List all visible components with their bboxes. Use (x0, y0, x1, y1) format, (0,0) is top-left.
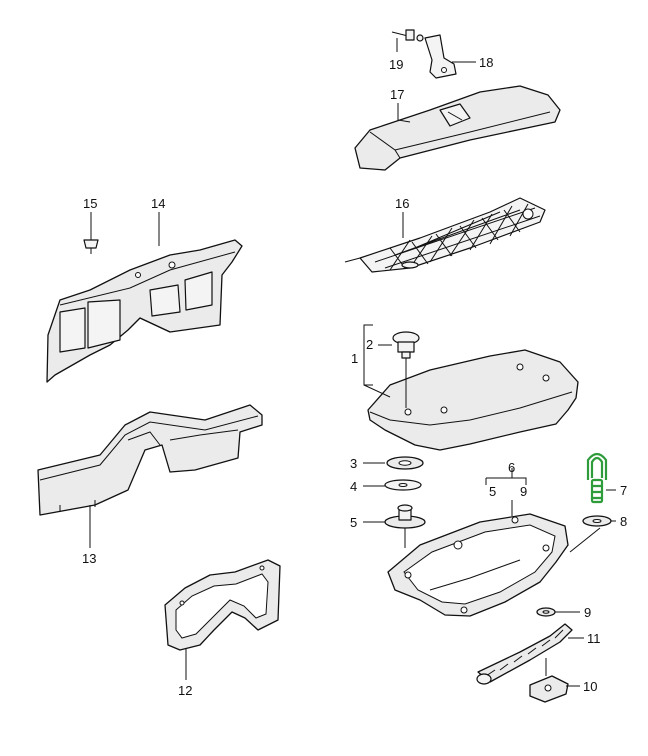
leader-lines (89, 38, 616, 687)
part-19-screw (391, 29, 424, 42)
callout-13: 13 (82, 551, 96, 566)
part-1-trunk-carpet (367, 349, 579, 451)
callout-5: 5 (350, 515, 357, 530)
callout-16: 16 (395, 196, 409, 211)
callout-19: 19 (389, 57, 403, 72)
part-15-clip (83, 239, 99, 254)
part-17-storage-cover (354, 85, 561, 171)
callout-11: 11 (587, 631, 601, 646)
part-8-washer (582, 515, 612, 527)
callout-17: 17 (390, 87, 404, 102)
callout-1: 1 (351, 351, 358, 366)
callout-9: 9 (584, 605, 591, 620)
callout-15: 15 (83, 196, 97, 211)
callout-8: 8 (620, 514, 627, 529)
part-11-strap (476, 623, 573, 685)
callout-6-sub-5: 5 (489, 484, 496, 499)
callout-18: 18 (479, 55, 493, 70)
callout-3: 3 (350, 456, 357, 471)
callout-6: 6 (508, 460, 515, 475)
part-3-washer (386, 456, 424, 470)
part-16-cargo-net (344, 197, 546, 273)
callout-10: 10 (583, 679, 597, 694)
callout-2: 2 (366, 337, 373, 352)
callout-6-sub-9: 9 (520, 484, 527, 499)
part-18-bracket (424, 34, 457, 79)
part-13-floor-trim (37, 404, 263, 516)
part-5-stud (384, 504, 426, 548)
part-10-clamp (529, 675, 569, 703)
callout-4: 4 (350, 479, 357, 494)
part-14-side-trim-panel (46, 239, 243, 383)
part-4-washer (384, 479, 422, 491)
part-2-fastener (392, 331, 420, 359)
part-7-tie-down-eye (586, 452, 608, 504)
callout-12: 12 (178, 683, 192, 698)
part-6-floor-panel (387, 513, 569, 617)
part-12-trim-frame (164, 559, 281, 651)
callout-14: 14 (151, 196, 165, 211)
callout-labels: 1 2 3 4 5 6 5 9 7 8 9 10 11 12 13 14 15 … (82, 55, 627, 698)
callout-7: 7 (620, 483, 627, 498)
part-9-washer (536, 607, 556, 617)
